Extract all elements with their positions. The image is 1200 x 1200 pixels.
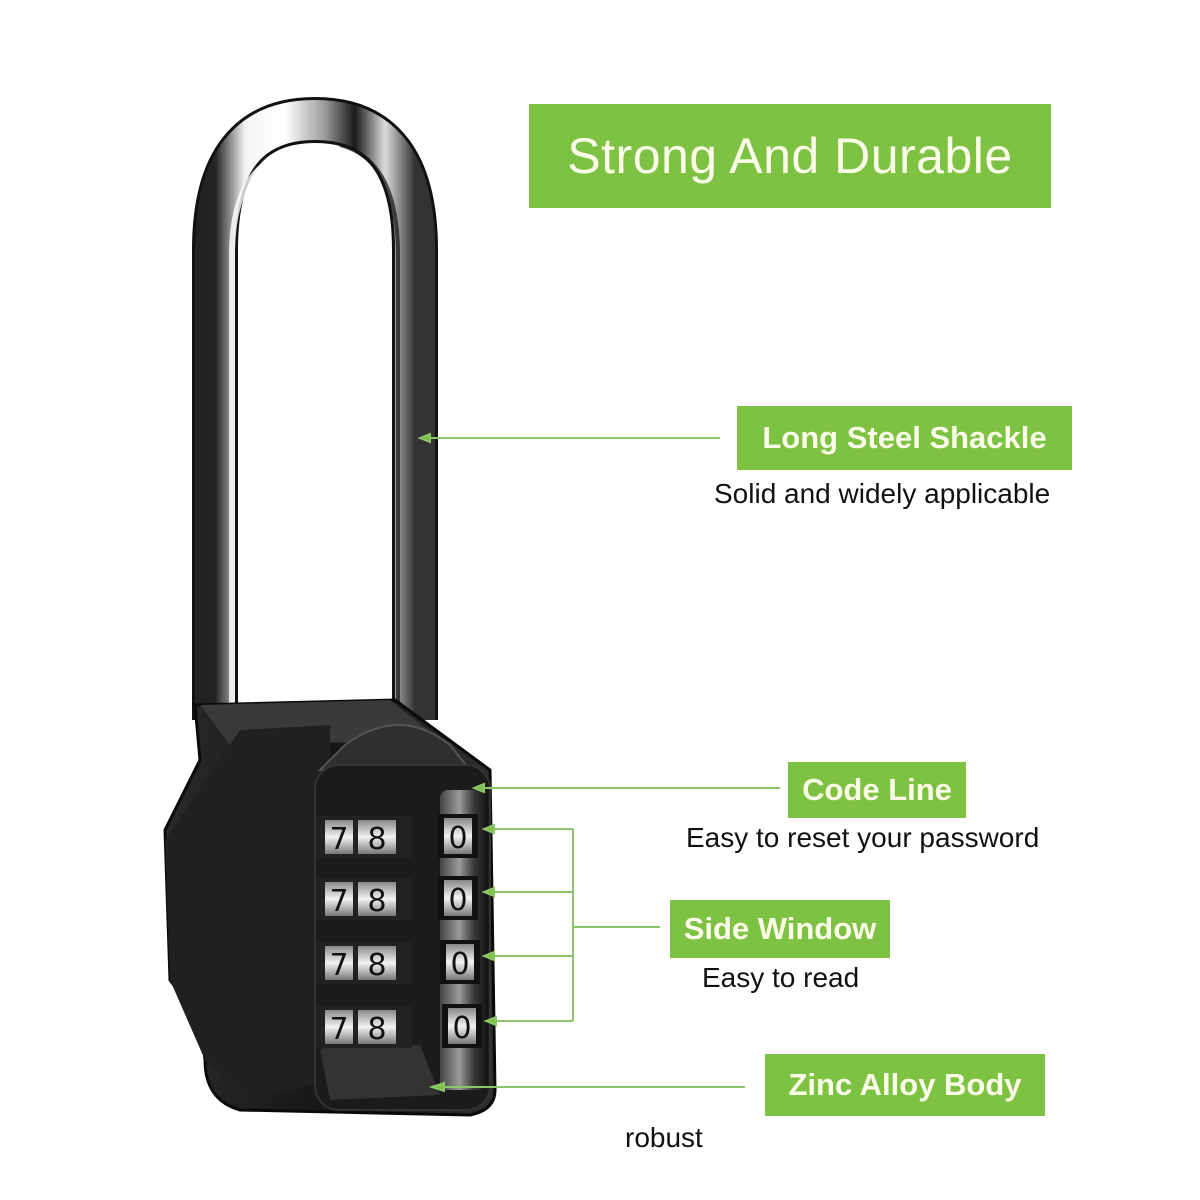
- front-dials: 7 8 7 8 7 8 7 8: [316, 816, 412, 1048]
- dial-digit: 8: [367, 884, 386, 919]
- feature-label: Zinc Alloy Body: [788, 1067, 1022, 1102]
- dial-digit: 7: [329, 948, 348, 983]
- feature-caption-side-window: Easy to read: [702, 962, 860, 993]
- feature-caption-code-line: Easy to reset your password: [686, 822, 1040, 853]
- feature-label: Code Line: [802, 772, 952, 807]
- dial-digit: 7: [329, 822, 348, 857]
- feature-label: Side Window: [683, 911, 877, 946]
- title-badge: Strong And Durable: [529, 104, 1051, 208]
- dial-digit: 7: [329, 1012, 348, 1047]
- feature-badge-shackle: Long Steel Shackle: [737, 406, 1072, 470]
- dial-digit: 7: [329, 884, 348, 919]
- side-window-dials: 0 0 0 0: [438, 814, 482, 1048]
- feature-badge-code-line: Code Line: [788, 762, 966, 818]
- feature-badge-zinc-body: Zinc Alloy Body: [765, 1054, 1045, 1116]
- side-digit: 0: [452, 1011, 471, 1046]
- shackle: [192, 96, 438, 720]
- feature-caption-shackle: Solid and widely applicable: [714, 478, 1051, 509]
- dial-digit: 8: [367, 1012, 386, 1047]
- feature-caption-zinc-body: robust: [625, 1122, 703, 1153]
- title-text: Strong And Durable: [567, 128, 1013, 184]
- leader-lines: [417, 432, 780, 1093]
- side-digit: 0: [448, 821, 467, 856]
- feature-label: Long Steel Shackle: [762, 420, 1047, 455]
- dial-digit: 8: [367, 822, 386, 857]
- dial-digit: 8: [367, 948, 386, 983]
- side-digit: 0: [448, 883, 467, 918]
- side-digit: 0: [450, 947, 469, 982]
- feature-badge-side-window: Side Window: [670, 900, 890, 958]
